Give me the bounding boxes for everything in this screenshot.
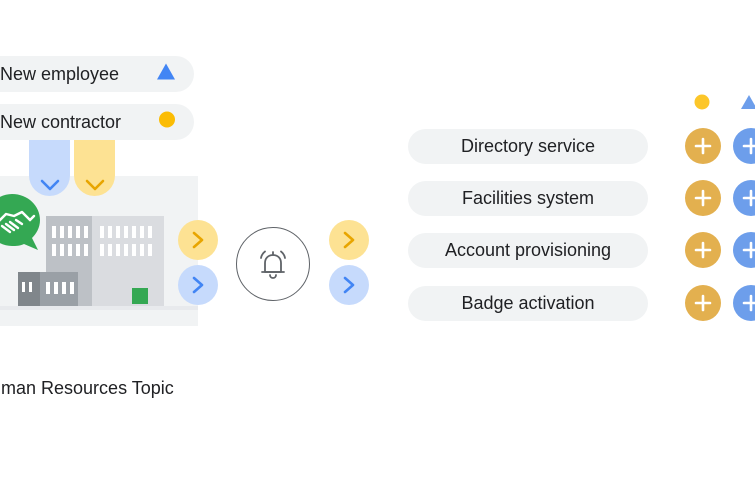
chevron-right-icon: [343, 231, 355, 249]
legend-label-new-contractor: New contractor: [0, 111, 122, 132]
chevron-right-yellow-right: [329, 220, 369, 260]
service-directory: Directory service: [408, 129, 648, 164]
chevron-down-icon: [40, 179, 59, 191]
add-employee-directory-button: [733, 128, 755, 164]
legend-item-new-employee: New employee: [0, 56, 194, 92]
service-label: Badge activation: [461, 293, 595, 313]
triangle-icon: [156, 63, 176, 86]
topic-label: Human Resources Topic: [0, 378, 174, 398]
service-facilities: Facilities system: [408, 181, 648, 216]
employee-tab: [29, 140, 70, 196]
service-account-provisioning: Account provisioning: [408, 233, 648, 268]
door: [132, 288, 148, 304]
add-contractor-directory-button: [685, 128, 721, 164]
plus-icon: [694, 137, 712, 155]
circle-icon: [694, 94, 710, 115]
chevron-right-yellow-left: [178, 220, 218, 260]
plus-icon: [694, 189, 712, 207]
hr-building-panel: [0, 176, 198, 326]
add-contractor-badge-button: [685, 285, 721, 321]
add-employee-badge-button: [733, 285, 755, 321]
plus-icon: [742, 137, 755, 155]
bell-icon: [236, 227, 310, 301]
chevron-right-blue-left: [178, 265, 218, 305]
plus-icon: [742, 189, 755, 207]
add-contractor-account-button: [685, 232, 721, 268]
add-employee-facilities-button: [733, 180, 755, 216]
chevron-down-icon: [85, 179, 104, 191]
service-label: Directory service: [460, 136, 596, 156]
legend-label-new-employee: New employee: [0, 63, 120, 84]
plus-icon: [694, 241, 712, 259]
legend-item-new-contractor: New contractor: [0, 104, 194, 140]
chevron-right-icon: [192, 276, 204, 294]
triangle-icon: [740, 94, 755, 115]
building-illustration: [0, 216, 198, 310]
plus-icon: [742, 294, 755, 312]
circle-icon: [158, 111, 176, 134]
plus-icon: [694, 294, 712, 312]
service-label: Account provisioning: [444, 240, 612, 260]
chevron-right-icon: [343, 276, 355, 294]
handshake-icon: [0, 192, 42, 257]
add-employee-account-button: [733, 232, 755, 268]
chevron-right-icon: [192, 231, 204, 249]
plus-icon: [742, 241, 755, 259]
service-label: Facilities system: [461, 188, 595, 208]
service-badge-activation: Badge activation: [408, 286, 648, 321]
chevron-right-blue-right: [329, 265, 369, 305]
contractor-tab: [74, 140, 115, 196]
add-contractor-facilities-button: [685, 180, 721, 216]
